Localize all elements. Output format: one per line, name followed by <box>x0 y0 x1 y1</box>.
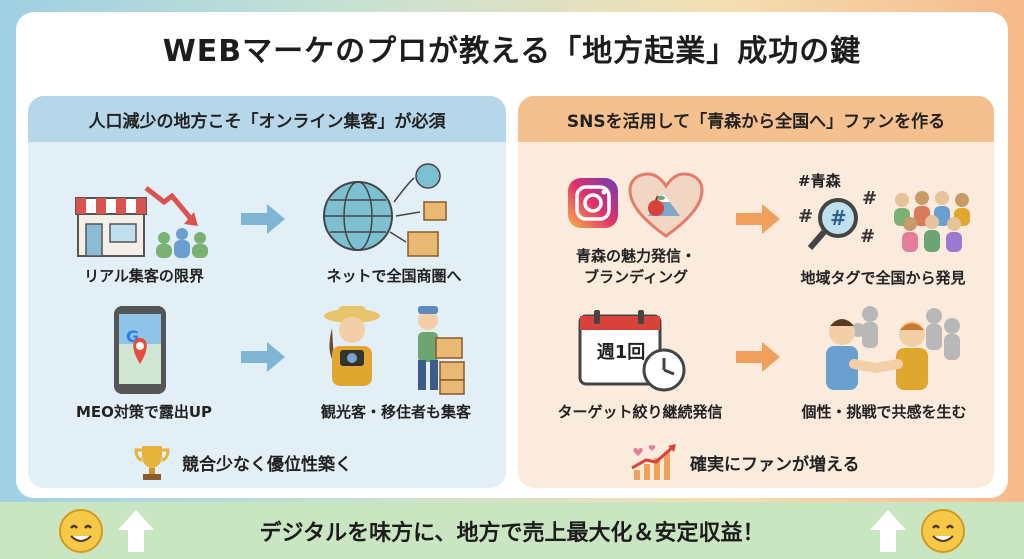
hashtag-search-icon: # # # # <box>798 190 970 252</box>
left-summary: 競合少なく優位性築く <box>132 442 352 482</box>
page-title: WEBマーケのプロが教える「地方起業」成功の鍵 <box>162 34 862 69</box>
instagram-icon <box>568 178 618 228</box>
tourist-mover-icon <box>324 306 465 395</box>
item-label: ターゲット絞り継続発信 <box>557 403 723 421</box>
footer-banner: デジタルを味方に、地方で売上最大化＆安定収益！ <box>0 502 1024 559</box>
arrow-right-icon <box>736 204 780 234</box>
arrow-right-icon <box>241 204 285 234</box>
right-summary: 確実にファンが増える <box>630 442 860 482</box>
smartphone-map-icon: G <box>114 306 166 394</box>
item-nationwide: ネットで全国商圏へ <box>304 266 484 287</box>
item-label: MEO対策で露出UP <box>75 403 213 421</box>
footer-text: デジタルを味方に、地方で売上最大化＆安定収益！ <box>259 520 765 546</box>
handshake-icon <box>826 306 960 390</box>
item-label: ブランディング <box>584 268 688 286</box>
up-arrow-icon <box>118 510 154 552</box>
right-summary-text: 確実にファンが増える <box>690 454 860 475</box>
item-label: 個性・挑戦で共感を生む <box>801 403 967 421</box>
item-empathy: 個性・挑戦で共感を生む <box>784 402 984 423</box>
hashtag-label: #青森 <box>798 172 841 190</box>
growth-chart-icon <box>631 444 676 480</box>
svg-text:#: # <box>798 206 813 227</box>
arrow-right-icon <box>241 342 285 372</box>
svg-text:#: # <box>830 206 847 230</box>
up-arrow-icon <box>870 510 906 552</box>
storefront-decline-icon <box>75 186 208 258</box>
left-panel-header: 人口減少の地方こそ「オンライン集客」が必須 <box>28 96 506 142</box>
item-tourists: 観光客・移住者も集客 <box>306 402 486 423</box>
smiley-icon <box>59 509 103 553</box>
item-meo: MEO対策で露出UP <box>54 402 234 423</box>
apple-heart-icon <box>628 172 704 238</box>
svg-text:#: # <box>860 226 875 247</box>
item-branding: 青森の魅力発信・ ブランディング <box>546 246 726 288</box>
item-target: ターゲット絞り継続発信 <box>540 402 740 423</box>
globe-shipping-icon <box>323 163 447 257</box>
right-panel-header: SNSを活用して「青森から全国へ」ファンを作る <box>518 96 994 142</box>
item-label: 観光客・移住者も集客 <box>320 403 471 421</box>
item-local-tag: 地域タグで全国から発見 <box>776 268 990 289</box>
svg-text:#: # <box>862 190 877 209</box>
item-real-limit: リアル集客の限界 <box>54 266 234 287</box>
smiley-icon <box>921 509 965 553</box>
arrow-right-icon <box>736 342 780 372</box>
item-label: ネットで全国商圏へ <box>326 267 462 285</box>
calendar-clock-icon: 週1回 <box>578 308 688 392</box>
item-label: リアル集客の限界 <box>84 267 204 285</box>
right-panel: SNSを活用して「青森から全国へ」ファンを作る 青森の魅力発信・ ブランディング… <box>518 96 994 488</box>
left-panel: 人口減少の地方こそ「オンライン集客」が必須 リアル集客の限界 <box>28 96 506 488</box>
left-summary-text: 競合少なく優位性築く <box>182 454 352 475</box>
calendar-text: 週1回 <box>596 342 646 363</box>
trophy-icon <box>134 446 170 480</box>
item-label: 青森の魅力発信・ <box>575 247 696 265</box>
item-label: 地域タグで全国から発見 <box>800 269 966 287</box>
